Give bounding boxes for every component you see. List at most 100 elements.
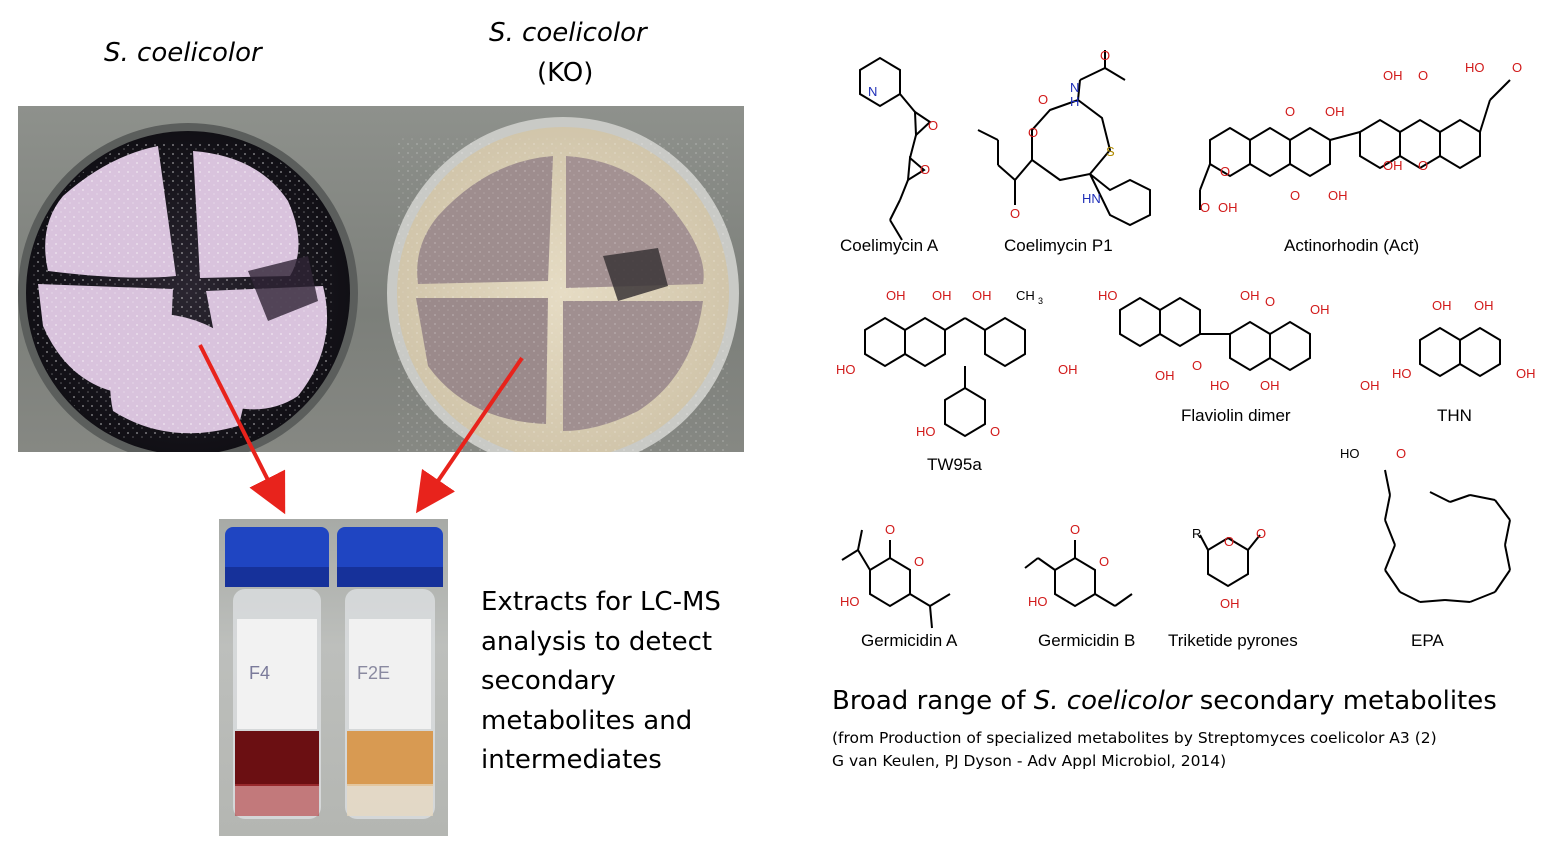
atom-label: O — [1070, 522, 1080, 537]
atom-label: HN — [1082, 191, 1101, 206]
atom-label: O — [1290, 188, 1300, 203]
atom-label: OH — [1432, 298, 1452, 313]
vials-illustration: F4 F2E — [225, 527, 443, 819]
structure-actinorhodin — [1199, 79, 1511, 210]
extracts-caption-line: metabolites and — [481, 705, 693, 736]
atom-label: HO — [1098, 288, 1118, 303]
extracts-caption: Extracts for LC-MS analysis to detect se… — [481, 583, 721, 781]
atom-label: CH — [1016, 288, 1035, 303]
atom-label: OH — [1155, 368, 1175, 383]
structures-panel: N O O O O N H O S O HN OH O HO O O OH OH… — [836, 48, 1536, 629]
right-dish-streak — [603, 248, 668, 301]
atom-label: 3 — [1038, 296, 1043, 306]
atom-label: O — [1224, 534, 1234, 549]
atom-label: O — [1256, 526, 1266, 541]
extracts-caption-line: analysis to detect — [481, 626, 713, 657]
left-vial-label — [237, 619, 317, 729]
structure-triketide-pyrones — [1199, 534, 1261, 588]
atom-label: OH — [932, 288, 952, 303]
summary-title: Broad range of S. coelicolor secondary m… — [832, 686, 1497, 716]
left-vial-extract — [235, 731, 319, 786]
atom-label: N — [868, 84, 877, 99]
atom-label: OH — [1260, 378, 1280, 393]
plate-label-ko-species: S. coelicolor — [489, 18, 647, 48]
molecule-name-triketide-pyrones: Triketide pyrones — [1168, 631, 1298, 650]
vials-photo: F4 F2E — [219, 519, 448, 836]
atom-label: O — [990, 424, 1000, 439]
structure-flaviolin-dimer — [1119, 296, 1311, 372]
atom-label: O — [1220, 164, 1230, 179]
molecule-name-flaviolin-dimer: Flaviolin dimer — [1181, 406, 1291, 425]
atom-label: OH — [1325, 104, 1345, 119]
atom-label: O — [1265, 294, 1275, 309]
structure-coelimycin-a — [859, 56, 932, 241]
atom-label: R — [1192, 526, 1201, 541]
structure-germicidin-b — [1024, 540, 1133, 608]
atom-label: O — [1038, 92, 1048, 107]
atom-label: O — [1418, 68, 1428, 83]
molecule-name-coelimycin-p1: Coelimycin P1 — [1004, 236, 1113, 255]
atom-label: OH — [1058, 362, 1078, 377]
left-dish-colonies — [33, 141, 333, 441]
extracts-caption-line: intermediates — [481, 745, 662, 775]
reference-line: (from Production of specialized metaboli… — [832, 729, 1437, 747]
petri-dish-illustration — [18, 117, 739, 469]
atom-label: OH — [972, 288, 992, 303]
summary-title-suffix: secondary metabolites — [1191, 686, 1497, 716]
atom-label: OH — [1516, 366, 1536, 381]
left-vial-label-text: F4 — [249, 663, 270, 683]
structure-germicidin-a — [841, 529, 951, 629]
atom-label: O — [914, 554, 924, 569]
atom-label: O — [928, 118, 938, 133]
atom-label: OH — [1310, 302, 1330, 317]
atom-label: HO — [1028, 594, 1048, 609]
structure-tw95a — [864, 316, 1026, 438]
atom-label: O — [1010, 206, 1020, 221]
atom-label: O — [1418, 158, 1428, 173]
atom-label: OH — [1220, 596, 1240, 611]
right-vial-label — [349, 619, 431, 729]
atom-label: O — [1100, 48, 1110, 63]
molecule-name-germicidin-b: Germicidin B — [1038, 631, 1136, 650]
atom-label: HO — [1392, 366, 1412, 381]
atom-label: OH — [1383, 68, 1403, 83]
atom-label: O — [1099, 554, 1109, 569]
atom-label: O — [1192, 358, 1202, 373]
right-vial-extract — [347, 731, 433, 786]
atom-label: O — [1285, 104, 1295, 119]
molecule-name-tw95a: TW95a — [927, 455, 982, 474]
atom-label: OH — [1240, 288, 1260, 303]
extracts-caption-line: Extracts for LC-MS — [481, 587, 721, 617]
reference-line: G van Keulen, PJ Dyson - Adv Appl Microb… — [832, 752, 1227, 770]
structure-thn — [1419, 326, 1501, 378]
atom-label: HO — [840, 594, 860, 609]
petri-dish-photo — [18, 106, 744, 469]
arrow-ko-to-vial — [415, 356, 524, 514]
atom-label: HO — [1340, 446, 1360, 461]
extracts-caption-line: secondary — [481, 666, 616, 696]
atom-label: OH — [1383, 158, 1403, 173]
molecule-name-coelimycin-a: Coelimycin A — [840, 236, 939, 255]
molecule-name-thn: THN — [1437, 406, 1472, 425]
molecule-name-actinorhodin: Actinorhodin (Act) — [1284, 236, 1420, 255]
summary-title-prefix: Broad range of — [832, 686, 1034, 716]
plate-label-ko-suffix: (KO) — [537, 58, 594, 88]
structure-coelimycin-p1 — [977, 50, 1151, 227]
atom-label: HO — [1210, 378, 1230, 393]
structure-epa — [1384, 469, 1511, 603]
atom-label: HO — [1465, 60, 1485, 75]
atom-label: N — [1070, 80, 1079, 95]
molecule-name-germicidin-a: Germicidin A — [861, 631, 958, 650]
atom-label: OH — [1218, 200, 1238, 215]
atom-label: O — [1028, 125, 1038, 140]
atom-label: O — [1396, 446, 1406, 461]
arrow-wildtype-to-vial — [198, 344, 286, 515]
atom-label: OH — [1328, 188, 1348, 203]
reference-citation: (from Production of specialized metaboli… — [832, 727, 1437, 773]
left-dish-streak — [248, 256, 318, 321]
atom-label: O — [1512, 60, 1522, 75]
atom-label: OH — [886, 288, 906, 303]
right-dish-colonies — [398, 136, 728, 456]
summary-title-species: S. coelicolor — [1033, 686, 1192, 716]
